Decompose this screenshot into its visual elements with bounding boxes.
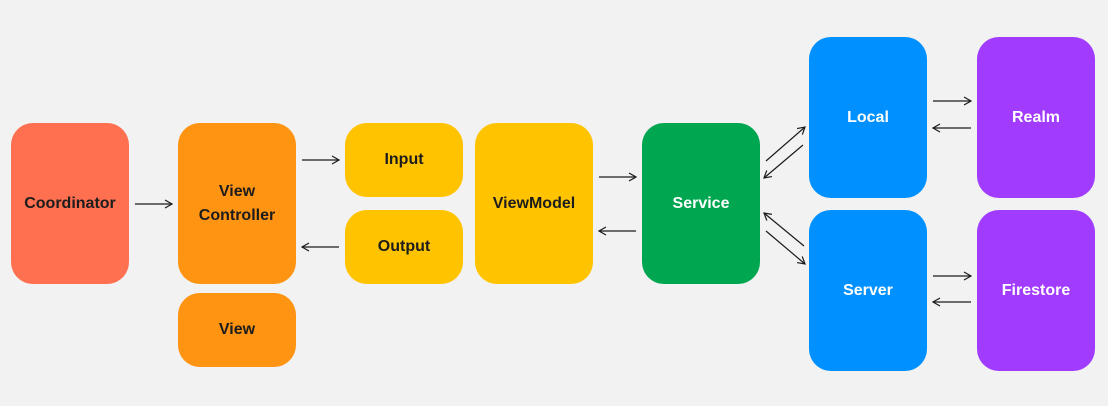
view-label: View bbox=[218, 321, 256, 338]
server-label: Server bbox=[843, 281, 893, 299]
firestore-label: Firestore bbox=[1001, 281, 1071, 299]
view-controller-label: View Controller bbox=[198, 182, 276, 224]
service-box: Service bbox=[642, 123, 760, 284]
output-label: Output bbox=[377, 238, 431, 255]
server-box: Server bbox=[809, 210, 927, 371]
local-label: Local bbox=[847, 108, 889, 126]
arrow-service-to-server bbox=[765, 230, 806, 265]
arrow-server-to-service bbox=[763, 212, 805, 247]
coordinator-label: Coordinator bbox=[24, 194, 116, 212]
view-controller-box: View Controller bbox=[178, 123, 296, 284]
input-box: Input bbox=[345, 123, 463, 197]
realm-label: Realm bbox=[1011, 108, 1061, 126]
service-label: Service bbox=[672, 194, 730, 212]
arrow-local-to-service bbox=[763, 144, 804, 179]
viewmodel-label: ViewModel bbox=[492, 194, 576, 212]
arrow-service-to-local bbox=[765, 126, 806, 162]
input-label: Input bbox=[384, 151, 424, 168]
realm-box: Realm bbox=[977, 37, 1095, 198]
firestore-box: Firestore bbox=[977, 210, 1095, 371]
view-box: View bbox=[178, 293, 296, 367]
coordinator-box: Coordinator bbox=[11, 123, 129, 284]
local-box: Local bbox=[809, 37, 927, 198]
output-box: Output bbox=[345, 210, 463, 284]
viewmodel-box: ViewModel bbox=[475, 123, 593, 284]
